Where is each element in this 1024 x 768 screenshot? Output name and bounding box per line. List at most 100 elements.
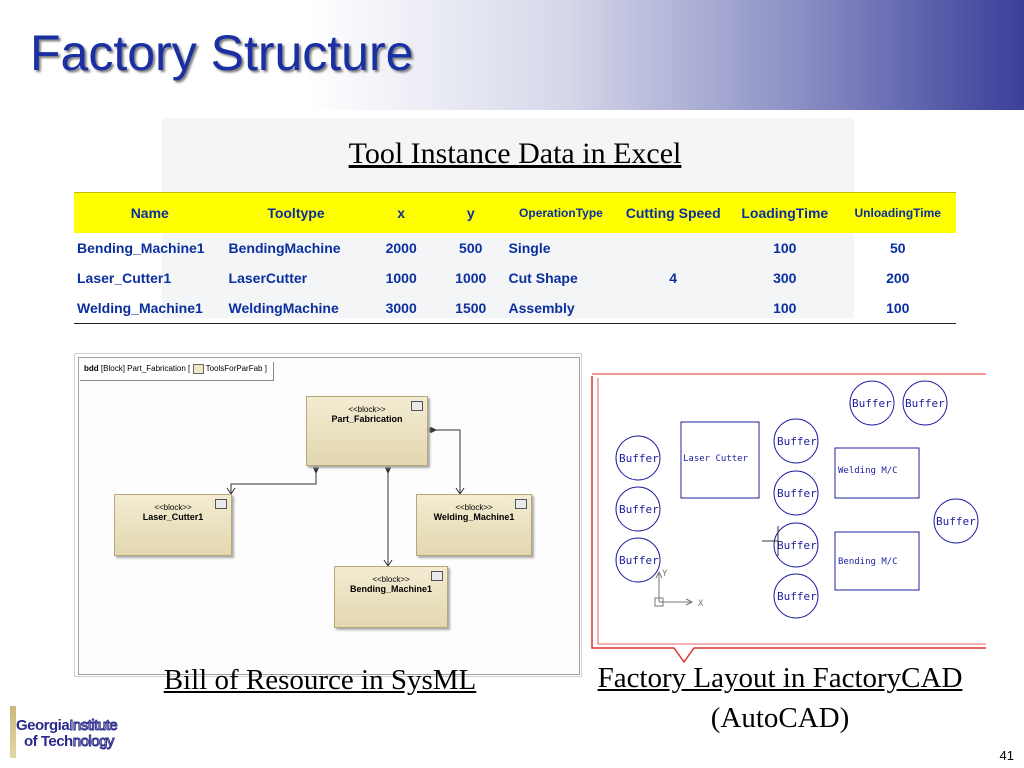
- buffer-circle: [615, 537, 661, 583]
- welding-machine-label: Welding M/C: [838, 466, 898, 476]
- buffer-circle: [902, 380, 948, 426]
- table-row: Bending_Machine1 BendingMachine 2000 500…: [74, 233, 956, 263]
- buffer-label: Buffer: [619, 503, 659, 516]
- logo-text-light: nology: [72, 733, 115, 751]
- composition-diamond: [425, 427, 437, 433]
- table-cell: 500: [459, 240, 483, 256]
- table-cell: Cut Shape: [508, 270, 578, 286]
- buffer-label: Buffer: [777, 487, 817, 500]
- table-row: Laser_Cutter1 LaserCutter 1000 1000 Cut …: [74, 263, 956, 293]
- association-line: [427, 429, 461, 494]
- column-header: Name: [74, 192, 226, 233]
- welding-machine-box: [834, 447, 920, 499]
- buffer-circle: [615, 435, 661, 481]
- table-cell: 1000: [455, 270, 487, 286]
- table-cell: 100: [730, 293, 840, 324]
- table-cell: 2000: [385, 240, 417, 256]
- table-cell: Single: [508, 240, 551, 256]
- bending-machine-label: Bending M/C: [838, 557, 898, 567]
- table-cell: Assembly: [505, 293, 617, 324]
- block-icon: [215, 499, 227, 509]
- column-header: LoadingTime: [730, 192, 840, 233]
- block-icon: [431, 571, 443, 581]
- block-stereotype: <<block>>: [348, 405, 386, 414]
- table-cell: 100: [839, 293, 956, 324]
- block-stereotype: <<block>>: [372, 575, 410, 584]
- bdd-keyword: bdd: [84, 364, 99, 374]
- table-row: Welding_Machine1 WeldingMachine 3000 150…: [74, 293, 956, 324]
- buffer-circle: [849, 380, 895, 426]
- table-cell: 4: [669, 270, 678, 286]
- logo-text-bold: Georgia: [16, 717, 70, 734]
- excel-caption: Tool Instance Data in Excel: [348, 137, 682, 170]
- table-cell: Laser_Cutter1: [77, 270, 172, 286]
- table-cell: 1500: [435, 293, 506, 324]
- block-name: Welding_Machine1: [433, 512, 515, 522]
- table-cell: 100: [773, 240, 797, 256]
- bdd-tab-package: ToolsForParFab ]: [205, 364, 267, 374]
- axis-y-label: Y: [662, 569, 668, 579]
- cad-caption-line1: Factory Layout in FactoryCAD: [597, 662, 963, 694]
- buffer-circle: [933, 498, 979, 544]
- laser-cutter-label: Laser Cutter: [683, 454, 749, 464]
- table-cell: LaserCutter: [228, 270, 308, 286]
- buffer-label: Buffer: [936, 515, 976, 528]
- block-stereotype: <<block>>: [154, 503, 192, 512]
- column-header: OperationType: [505, 192, 617, 233]
- table-cell: Welding_Machine1: [74, 293, 226, 324]
- buffer-label: Buffer: [777, 539, 817, 552]
- column-header: UnloadingTime: [839, 192, 956, 233]
- logo-text-bold: of Tech: [24, 733, 73, 750]
- block-name: Bending_Machine1: [349, 584, 432, 594]
- table-cell: WeldingMachine: [225, 293, 367, 324]
- bdd-frame-tab: bdd [Block] Part_Fabrication [ ToolsForP…: [80, 362, 274, 381]
- column-header: y: [435, 192, 506, 233]
- package-icon: [192, 364, 204, 374]
- laser-cutter-box: [680, 421, 760, 499]
- buffer-circle: [615, 486, 661, 532]
- buffer-label: Buffer: [852, 397, 892, 410]
- logo-text-light: Institute: [69, 717, 119, 735]
- block-icon: [515, 499, 527, 509]
- buffer-circle: [773, 573, 819, 619]
- logo-stripe: [10, 706, 16, 758]
- factory-layout-canvas: [585, 367, 987, 667]
- buffer-label: Buffer: [619, 554, 659, 567]
- buffer-circle: [773, 470, 819, 516]
- table-cell: BendingMachine: [228, 240, 341, 256]
- ucs-axis-icon: [654, 526, 779, 607]
- header-band: [0, 0, 1024, 110]
- column-header: Cutting Speed: [616, 192, 731, 233]
- table-cell: Bending_Machine1: [77, 240, 205, 256]
- cad-caption-line2: (AutoCAD): [710, 702, 850, 734]
- block-bending-machine[interactable]: <<block>> Bending_Machine1: [334, 566, 448, 628]
- buffer-label: Buffer: [777, 590, 817, 603]
- table-header-row: Name Tooltype x y OperationType Cutting …: [74, 192, 956, 233]
- tool-instance-table: Name Tooltype x y OperationType Cutting …: [74, 192, 956, 324]
- slide-title: Factory Structure: [30, 25, 414, 81]
- table-cell: 1000: [385, 270, 417, 286]
- buffer-circle: [773, 522, 819, 568]
- sysml-caption: Bill of Resource in SysML: [163, 664, 477, 696]
- georgia-tech-logo: GeorgiaInstitute: [16, 717, 119, 735]
- table-cell: 50: [889, 240, 906, 256]
- bdd-tab-text: [Block] Part_Fabrication [: [100, 364, 191, 374]
- column-header: Tooltype: [225, 192, 367, 233]
- block-name: Laser_Cutter1: [142, 512, 204, 522]
- bending-machine-box: [834, 531, 920, 591]
- buffer-label: Buffer: [905, 397, 945, 410]
- buffer-circle: [773, 418, 819, 464]
- axis-x-label: X: [698, 599, 704, 609]
- buffer-label: Buffer: [777, 435, 817, 448]
- column-header: x: [366, 192, 436, 233]
- page-number: 41: [999, 748, 1014, 763]
- block-part-fabrication[interactable]: <<block>> Part_Fabrication: [306, 396, 428, 466]
- block-icon: [411, 401, 423, 411]
- block-welding-machine[interactable]: <<block>> Welding_Machine1: [416, 494, 532, 556]
- block-laser-cutter[interactable]: <<block>> Laser_Cutter1: [114, 494, 232, 556]
- table-cell: 3000: [366, 293, 436, 324]
- georgia-tech-logo-line2: of Technology: [24, 733, 115, 751]
- table-cell: 200: [886, 270, 910, 286]
- block-stereotype: <<block>>: [455, 503, 493, 512]
